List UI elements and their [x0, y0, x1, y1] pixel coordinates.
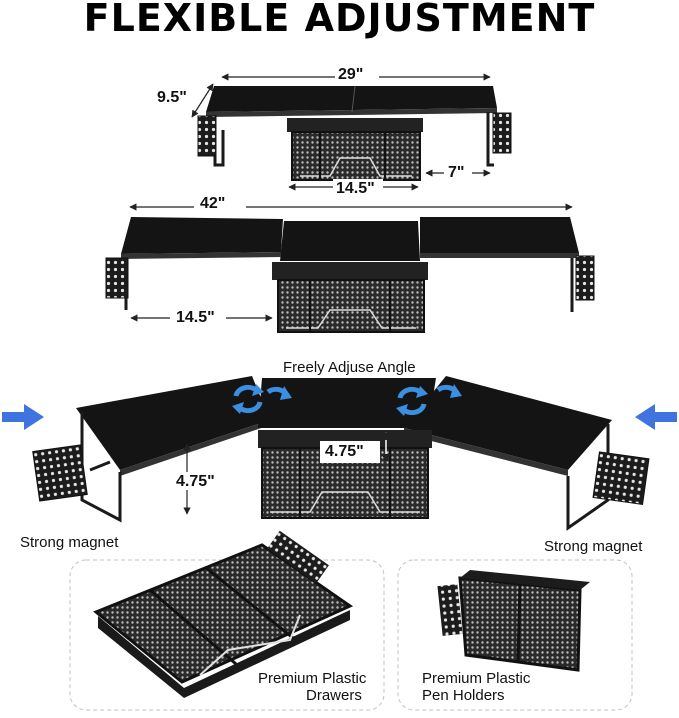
- top-drawer-width-label: 14.5": [336, 180, 375, 197]
- drawers-caption-line1: Premium Plastic: [258, 670, 367, 687]
- magnet-left-label: Strong magnet: [20, 534, 119, 551]
- magnet-right-label: Strong magnet: [544, 538, 643, 555]
- extended-width-label: 42": [200, 195, 226, 212]
- depth-label: 9.5": [157, 89, 187, 106]
- pen-caption-line1: Premium Plastic: [422, 670, 531, 687]
- rotate-icon: [232, 384, 264, 414]
- top-width-label: 29": [338, 66, 364, 83]
- rotate-icon: [436, 384, 462, 398]
- pen-holder-detail-panel: [397, 559, 633, 711]
- page-title: FLEXIBLE ADJUSTMENT: [83, 0, 596, 40]
- extended-drawer-width-label: 14.5": [176, 309, 215, 326]
- angled-stand: [2, 376, 677, 531]
- rotate-icon: [266, 386, 292, 400]
- drawer-height-label: 4.75": [325, 443, 364, 460]
- pen-holder-closeup: [437, 570, 590, 672]
- side-gap-label: 7": [448, 164, 465, 181]
- compact-stand: [191, 66, 512, 195]
- pen-caption-line2: Pen Holders: [422, 687, 505, 704]
- angle-label: Freely Adjuse Angle: [283, 359, 416, 376]
- extended-stand: [105, 196, 595, 333]
- drawers-caption-line2: Drawers: [306, 687, 362, 704]
- drawer-closeup: [93, 530, 354, 698]
- dimension-arrow-icon: [191, 83, 214, 118]
- push-arrow-icon: [635, 404, 677, 430]
- leg-height-label: 4.75": [176, 473, 215, 490]
- push-arrow-icon: [2, 404, 44, 430]
- rotate-icon: [396, 386, 428, 416]
